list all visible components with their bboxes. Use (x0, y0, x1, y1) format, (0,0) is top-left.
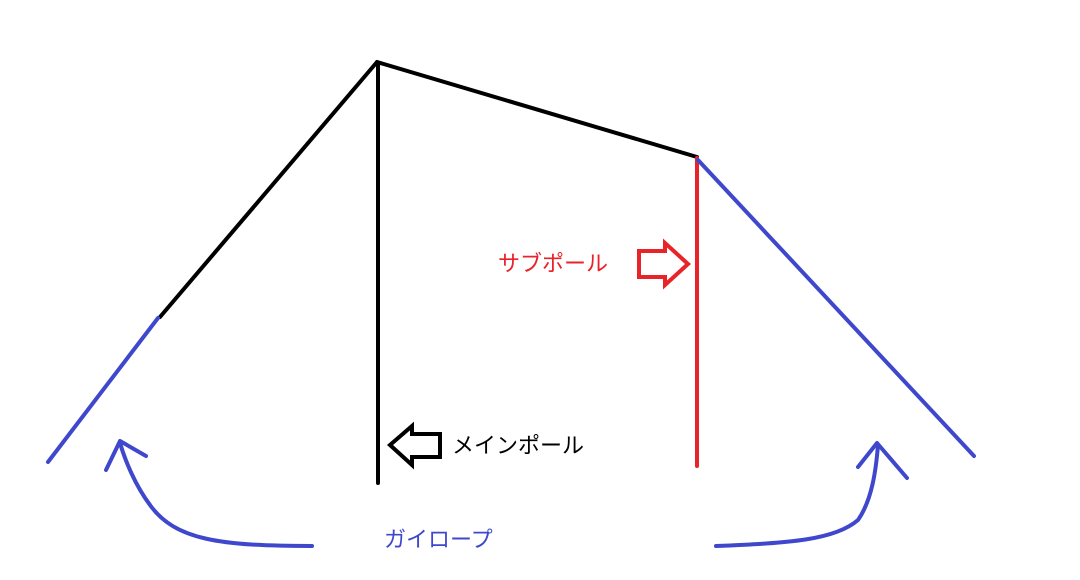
right-curved-arrowhead (856, 441, 909, 480)
guy-rope-label: ガイロープ (384, 528, 493, 553)
right-curved-arrow-icon (714, 443, 880, 548)
left-curved-arrowhead (104, 439, 148, 472)
right-guy-rope (696, 158, 976, 458)
main-pole-arrow-icon (386, 421, 442, 470)
sub-pole-label: サブポール (498, 252, 608, 277)
left-curved-arrow-icon (118, 441, 314, 548)
roof-ridge-line (375, 60, 699, 159)
guy-ropes (46, 158, 976, 464)
left-guy-rope (46, 316, 160, 464)
main-pole-label: メインポール (452, 434, 584, 459)
tent-frame (158, 60, 699, 485)
sub-pole-arrow-icon (637, 238, 691, 290)
guy-rope-curved-arrows (104, 439, 909, 548)
left-roof-line (158, 60, 379, 319)
